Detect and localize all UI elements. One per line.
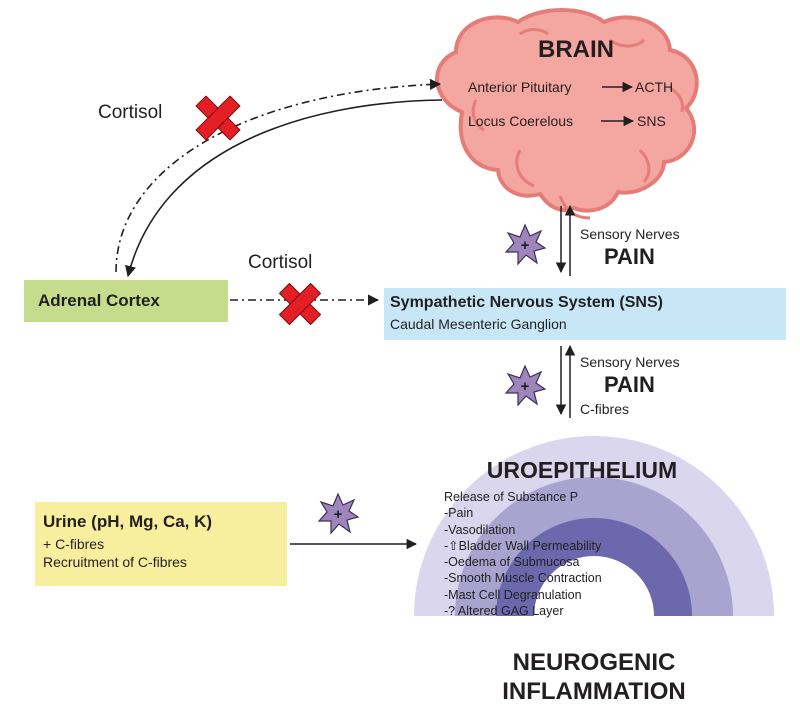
effect-item: -Oedema of Submucosa xyxy=(444,555,580,570)
adrenal-cortex-label: Adrenal Cortex xyxy=(38,291,160,310)
lower-pain: PAIN xyxy=(604,372,655,397)
adrenal-cortex-box: Adrenal Cortex xyxy=(24,280,228,322)
urine-box: Urine (pH, Mg, Ca, K) + C-fibres Recruit… xyxy=(35,502,287,586)
brain-shape xyxy=(435,8,699,220)
brain-sns: SNS xyxy=(637,113,666,129)
effect-item: Release of Substance P xyxy=(444,490,579,504)
stimulus-star-icon xyxy=(317,492,360,535)
effect-item: -Smooth Muscle Contraction xyxy=(444,571,602,586)
stimulus-star-icon xyxy=(504,364,547,407)
lower-c-fibres: C-fibres xyxy=(580,401,629,417)
sns-title: Sympathetic Nervous System (SNS) xyxy=(390,294,663,311)
neurogenic-line1: NEUROGENIC xyxy=(513,649,676,676)
neurogenic-line2: INFLAMMATION xyxy=(502,678,686,705)
upper-pain: PAIN xyxy=(604,244,655,269)
sns-box: Sympathetic Nervous System (SNS) Caudal … xyxy=(384,288,786,340)
upper-sensory-nerves: Sensory Nerves xyxy=(580,226,680,242)
lower-sensory-nerves: Sensory Nerves xyxy=(580,354,680,370)
uroepithelium-effects-list: Release of Substance P -Pain -Vasodilati… xyxy=(444,489,602,619)
cortisol-mid-label: Cortisol xyxy=(248,252,312,273)
urine-line2: + C-fibres xyxy=(43,536,105,552)
urine-title: Urine (pH, Mg, Ca, K) xyxy=(43,512,213,531)
acth-curve xyxy=(125,99,443,278)
blocked-cross-icon xyxy=(195,95,241,141)
effect-item: -Vasodilation xyxy=(444,522,516,537)
effect-item: -Pain xyxy=(444,506,474,521)
uroepithelium-layers xyxy=(414,436,774,616)
lower-plus: + xyxy=(521,378,530,395)
brain-locus-coerelous: Locus Coerelous xyxy=(468,113,573,129)
sns-subtitle: Caudal Mesenteric Ganglion xyxy=(390,316,567,332)
cortisol-feedback-curve xyxy=(115,78,442,273)
brain-anterior-pituitary: Anterior Pituitary xyxy=(468,79,571,95)
uroepithelium-title: UROEPITHELIUM xyxy=(487,457,677,483)
brain-acth: ACTH xyxy=(635,79,673,95)
urine-plus: + xyxy=(334,506,343,523)
effect-item: -? Altered GAG Layer xyxy=(444,604,564,619)
upper-plus: + xyxy=(521,237,530,254)
blocked-cross-icon xyxy=(278,282,322,326)
stimulus-star-icon xyxy=(504,223,547,266)
effect-item: -⇧Bladder Wall Permeability xyxy=(444,538,602,553)
effect-item: -Mast Cell Degranulation xyxy=(444,587,582,602)
urine-line3: Recruitment of C-fibres xyxy=(43,554,187,570)
brain-title: BRAIN xyxy=(538,36,614,63)
cortisol-top-label: Cortisol xyxy=(98,102,162,123)
